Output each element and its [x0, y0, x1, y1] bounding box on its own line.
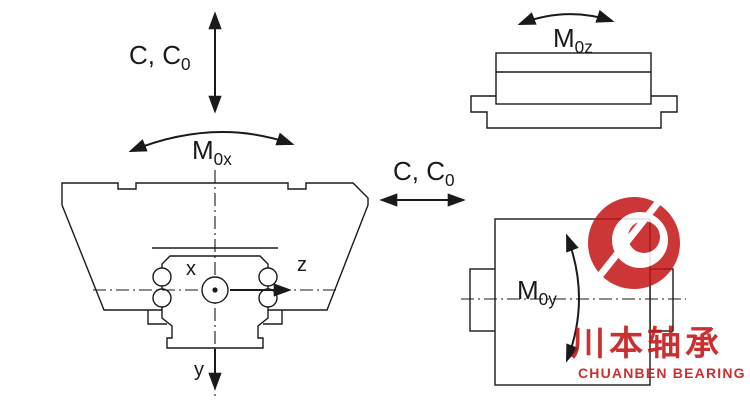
- watermark-english-text: CHUANBEN BEARING: [578, 365, 746, 381]
- load-label-vertical: C, C0: [129, 42, 191, 73]
- watermark-logo-icon: [588, 197, 680, 289]
- load-label-horizontal-base: C, C: [393, 156, 445, 186]
- load-label-horizontal: C, C0: [393, 158, 455, 189]
- arrows: [128, 9, 615, 391]
- front-view: [470, 52, 678, 129]
- carriage-front: [495, 52, 652, 105]
- ball-bearings: [152, 267, 278, 308]
- ball-right-lower: [258, 288, 278, 308]
- moment-z-base: M: [553, 23, 575, 53]
- ball-left-upper: [152, 267, 172, 287]
- carriage-lip-right: [263, 310, 283, 325]
- moment-y-arc-arrow: [566, 233, 580, 363]
- axis-y-label: y: [194, 359, 204, 381]
- moment-z-label: M0z: [553, 25, 593, 56]
- moment-y-label: M0y: [517, 277, 557, 308]
- moment-y-sub: 0y: [538, 289, 557, 310]
- watermark-chinese-text: 川本轴承: [571, 325, 723, 363]
- load-label-vertical-base: C, C: [129, 40, 181, 70]
- ball-left-lower: [152, 288, 172, 308]
- ball-right-upper: [258, 267, 278, 287]
- moment-z-arc-arrow: [517, 9, 615, 25]
- axis-z-label: z: [297, 254, 307, 276]
- moment-y-base: M: [517, 275, 539, 305]
- axis-x-label: x: [186, 258, 196, 280]
- load-label-horizontal-sub: 0: [445, 170, 455, 191]
- load-label-vertical-sub: 0: [181, 54, 191, 75]
- moment-x-label: M0x: [192, 137, 232, 168]
- carriage-lip-left: [147, 310, 167, 325]
- rail-end-left: [469, 268, 497, 332]
- moment-x-base: M: [192, 135, 214, 165]
- moment-x-arc-arrow: [128, 131, 295, 153]
- moment-x-sub: 0x: [213, 149, 232, 170]
- axis-origin-marker: [201, 276, 229, 304]
- moment-z-sub: 0z: [574, 37, 593, 58]
